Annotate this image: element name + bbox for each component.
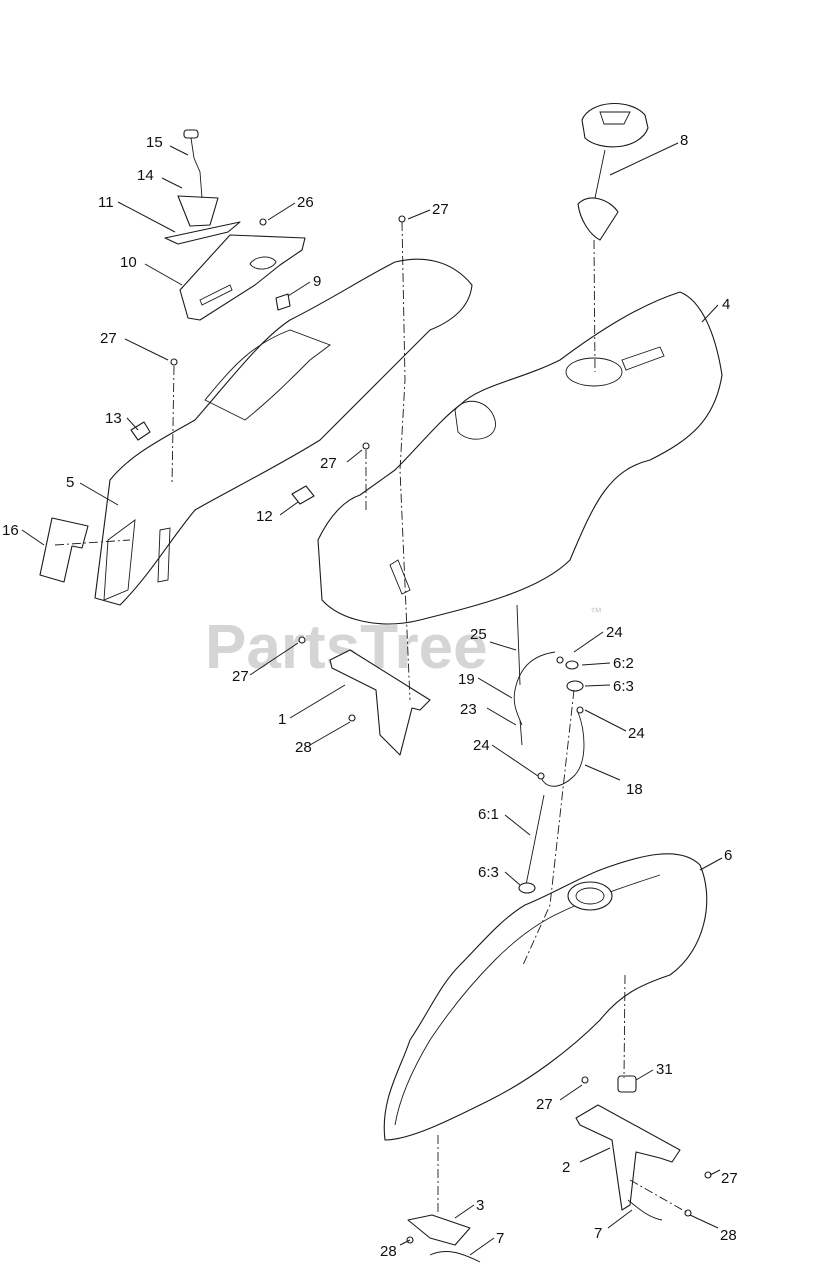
plate-opening [249, 256, 277, 270]
callout-27-left[interactable]: 27 [100, 330, 117, 347]
callout-9[interactable]: 9 [313, 273, 321, 290]
callout-5[interactable]: 5 [66, 474, 74, 491]
callout-27-bracket[interactable]: 27 [721, 1170, 738, 1187]
part-18-hose[interactable] [539, 711, 585, 787]
callout-7-right[interactable]: 7 [594, 1225, 602, 1242]
callout-24-mid[interactable]: 24 [473, 737, 490, 754]
watermark-trademark: ™ [590, 605, 602, 619]
plate-slot [199, 284, 233, 306]
part-13-pad[interactable] [130, 421, 151, 441]
callout-23[interactable]: 23 [460, 701, 477, 718]
callout-18[interactable]: 18 [626, 781, 643, 798]
callout-26[interactable]: 26 [297, 194, 314, 211]
part-15-control-knob[interactable] [183, 129, 203, 199]
part-9-clip[interactable] [275, 293, 291, 311]
part-2-rear-bracket[interactable] [575, 1104, 681, 1211]
part-27-screw-d[interactable] [298, 636, 306, 644]
callout-7-left[interactable]: 7 [496, 1230, 504, 1247]
part-1-bracket[interactable] [329, 649, 431, 756]
part-6-3-grommet-lower[interactable] [518, 882, 536, 894]
part-6-1-fuel-line[interactable] [525, 794, 545, 886]
callout-4[interactable]: 4 [722, 296, 730, 313]
callout-6-1[interactable]: 6:1 [478, 806, 499, 823]
callout-28-bottom[interactable]: 28 [380, 1243, 397, 1260]
part-11-lever-plate[interactable] [164, 221, 241, 245]
fender-bump [454, 400, 496, 440]
part-5-console-panel[interactable] [94, 258, 473, 606]
part-31-bumper[interactable] [617, 1075, 637, 1093]
part-24-clamp-b[interactable] [576, 706, 584, 714]
alignment-lines [54, 221, 689, 1215]
console-side-face [103, 519, 136, 601]
fender-slot-lower [389, 559, 411, 595]
callout-2[interactable]: 2 [562, 1159, 570, 1176]
fuel-neck-opening [565, 357, 623, 387]
callout-24-top[interactable]: 24 [606, 624, 623, 641]
part-4-fender-panel[interactable] [317, 291, 723, 625]
part-27-screw-c[interactable] [362, 442, 370, 450]
part-14-bracket[interactable] [177, 195, 219, 227]
callout-6-3-upper[interactable]: 6:3 [613, 678, 634, 695]
part-25-vent-tube[interactable] [516, 604, 521, 686]
console-slot [157, 527, 171, 583]
part-3-strap-bracket[interactable] [407, 1214, 471, 1246]
callout-19[interactable]: 19 [458, 671, 475, 688]
part-26-screw[interactable] [259, 218, 267, 226]
callout-11[interactable]: 11 [98, 194, 114, 211]
callout-27-top[interactable]: 27 [432, 201, 449, 218]
part-7-strap-front[interactable] [429, 1251, 481, 1263]
part-7-strap-rear[interactable] [627, 1199, 663, 1221]
callout-8[interactable]: 8 [680, 132, 688, 149]
part-6-2-fitting[interactable] [565, 660, 579, 670]
part-19-hose[interactable] [513, 651, 556, 726]
callout-14[interactable]: 14 [137, 167, 154, 184]
part-12-pad[interactable] [291, 485, 315, 505]
callout-12[interactable]: 12 [256, 508, 273, 525]
callout-15[interactable]: 15 [146, 134, 163, 151]
console-recess [204, 329, 331, 421]
part-27-screw-a[interactable] [398, 215, 406, 223]
callout-6-3-lower[interactable]: 6:3 [478, 864, 499, 881]
part-10-plate[interactable] [179, 234, 306, 321]
tank-filler-neck [567, 881, 613, 911]
callout-13[interactable]: 13 [105, 410, 122, 427]
cap-tether-ring [577, 197, 619, 241]
leader-lines [21, 142, 723, 1256]
callout-28-left[interactable]: 28 [295, 739, 312, 756]
callout-25[interactable]: 25 [470, 626, 487, 643]
callout-3[interactable]: 3 [476, 1197, 484, 1214]
fender-slot [621, 346, 665, 371]
callout-10[interactable]: 10 [120, 254, 137, 271]
callout-27-tank[interactable]: 27 [536, 1096, 553, 1113]
part-16-decal[interactable] [39, 517, 89, 583]
part-27-screw-b[interactable] [170, 358, 178, 366]
part-6-3-grommet-upper[interactable] [566, 680, 584, 692]
part-6-fuel-tank[interactable] [383, 853, 708, 1141]
callout-24-right[interactable]: 24 [628, 725, 645, 742]
part-24-clamp-c[interactable] [537, 772, 545, 780]
part-23-fitting[interactable] [519, 719, 523, 746]
callout-28-right[interactable]: 28 [720, 1227, 737, 1244]
part-27-screw-e[interactable] [581, 1076, 589, 1084]
part-8-fuel-cap[interactable] [577, 103, 649, 241]
callout-27-lower[interactable]: 27 [232, 668, 249, 685]
callout-27-mid[interactable]: 27 [320, 455, 337, 472]
callout-6-2[interactable]: 6:2 [613, 655, 634, 672]
callout-31[interactable]: 31 [656, 1061, 673, 1078]
callout-6[interactable]: 6 [724, 847, 732, 864]
callout-16[interactable]: 16 [2, 522, 19, 539]
callout-labels: 15 14 11 10 26 27 9 27 13 27 12 5 16 8 4… [2, 132, 738, 1260]
callout-1[interactable]: 1 [278, 711, 286, 728]
part-28-screw-b[interactable] [684, 1209, 692, 1217]
part-28-screw-a[interactable] [348, 714, 356, 722]
fasteners [170, 215, 712, 1244]
part-24-clamp-a[interactable] [556, 656, 564, 664]
cap-label [599, 111, 631, 125]
